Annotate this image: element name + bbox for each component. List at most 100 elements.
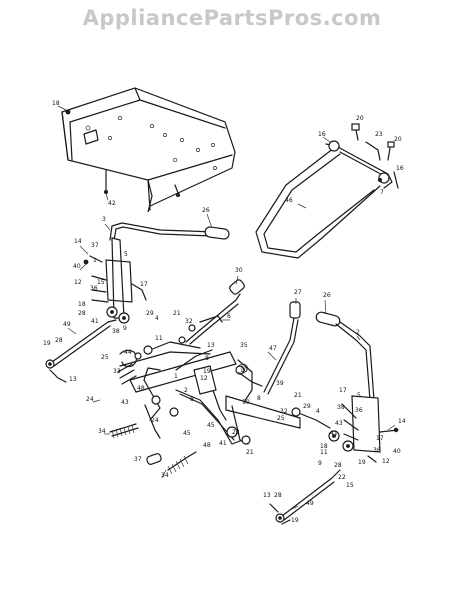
part-callout: 15 <box>346 482 354 489</box>
part-callout: 6 <box>227 313 231 320</box>
part-callout: 36 <box>90 285 98 292</box>
part-callout: 34 <box>161 472 169 479</box>
part-callout: 9 <box>123 325 127 332</box>
part-callout: 24 <box>151 417 159 424</box>
cross-shaft <box>117 341 301 445</box>
part-callout: 44 <box>124 349 132 356</box>
left-control-lever <box>83 222 230 324</box>
part-callout: 18 <box>52 100 60 107</box>
part-callout: 22 <box>338 474 346 481</box>
part-callout: 25 <box>101 354 109 361</box>
leader-lines <box>57 105 396 511</box>
part-callout: 8 <box>190 396 194 403</box>
part-callout: 12 <box>382 458 390 465</box>
part-callout: 1 <box>174 373 178 380</box>
part-callout: 32 <box>280 408 288 415</box>
part-callout: 19 <box>291 517 299 524</box>
part-callout: 24 <box>86 396 94 403</box>
part-callout: 21 <box>173 310 181 317</box>
part-callout: 4 <box>316 408 320 415</box>
part-callout: 35 <box>240 342 248 349</box>
part-callout: 28 <box>274 492 282 499</box>
part-callout: 16 <box>318 131 326 138</box>
part-callout: 38 <box>112 328 120 335</box>
part-callout: 28 <box>334 462 342 469</box>
part-callout: 41 <box>330 430 338 437</box>
part-callout: 46 <box>285 197 293 204</box>
right-control-lever <box>291 311 399 463</box>
part-callout: 2 <box>356 329 360 336</box>
part-callout: 13 <box>263 492 271 499</box>
part-callout: 18 <box>320 443 328 450</box>
part-callout: 12 <box>200 375 208 382</box>
part-callout: 25 <box>277 415 285 422</box>
part-callout: 26 <box>202 207 210 214</box>
part-callout: 30 <box>242 399 250 406</box>
part-callout: 48 <box>137 385 145 392</box>
part-callout: 28 <box>78 310 86 317</box>
dash-plate <box>61 87 236 213</box>
part-callout: 41 <box>91 318 99 325</box>
center-lever <box>178 279 245 345</box>
part-callout: 7 <box>380 189 384 196</box>
part-callout: 39 <box>276 380 284 387</box>
part-callout: 3 <box>102 216 106 223</box>
part-callout: 29 <box>303 403 311 410</box>
part-callout: 14 <box>74 238 82 245</box>
part-callout: 18 <box>78 301 86 308</box>
part-callout: 13 <box>207 342 215 349</box>
right-lever <box>235 301 301 395</box>
part-callout: 42 <box>108 200 116 207</box>
part-callout: 20 <box>394 136 402 143</box>
part-callout: 30 <box>235 267 243 274</box>
seat-rod <box>255 123 399 259</box>
part-callout: 48 <box>203 442 211 449</box>
part-callout: 36 <box>355 407 363 414</box>
part-callout: 12 <box>74 279 82 286</box>
part-callout: 22 <box>232 429 240 436</box>
part-callout: 41 <box>219 440 227 447</box>
part-callout: 5 <box>124 251 128 258</box>
part-callout: 19 <box>43 340 51 347</box>
part-callout: 32 <box>185 318 193 325</box>
part-callout: 49 <box>63 321 71 328</box>
part-callout: 9 <box>318 460 322 467</box>
part-callout: 38 <box>337 404 345 411</box>
part-callout: 19 <box>358 459 366 466</box>
part-callout: 27 <box>294 289 302 296</box>
part-callout: 17 <box>376 435 384 442</box>
right-link-rod <box>269 469 341 525</box>
part-callout: 8 <box>205 355 209 362</box>
part-callout: 33 <box>113 368 121 375</box>
part-callout: 11 <box>320 449 328 456</box>
part-callout: 15 <box>97 279 105 286</box>
part-callout: 11 <box>155 335 163 342</box>
part-callout: 40 <box>393 448 401 455</box>
part-callout: 47 <box>269 345 277 352</box>
part-callout: 13 <box>69 376 77 383</box>
part-callout: 21 <box>294 392 302 399</box>
part-callout: 49 <box>306 500 314 507</box>
left-link-rod <box>45 319 117 383</box>
part-callout: 17 <box>140 281 148 288</box>
part-callout: 5 <box>357 392 361 399</box>
part-callout: 2 <box>184 387 188 394</box>
part-callout: 37 <box>134 456 142 463</box>
part-callout: 10 <box>240 367 248 374</box>
part-callout: 45 <box>183 430 191 437</box>
springs <box>109 423 197 475</box>
part-callout: 4 <box>155 315 159 322</box>
part-callout: 14 <box>398 418 406 425</box>
part-callout: 17 <box>339 387 347 394</box>
part-callout: 45 <box>207 422 215 429</box>
part-callout: 26 <box>323 292 331 299</box>
part-callout: 36 <box>373 447 381 454</box>
part-callout: 20 <box>356 115 364 122</box>
watermark: AppliancePartsPros.com <box>82 6 382 30</box>
part-callout: 28 <box>55 337 63 344</box>
part-callout: 23 <box>375 131 383 138</box>
part-callout: 37 <box>91 242 99 249</box>
